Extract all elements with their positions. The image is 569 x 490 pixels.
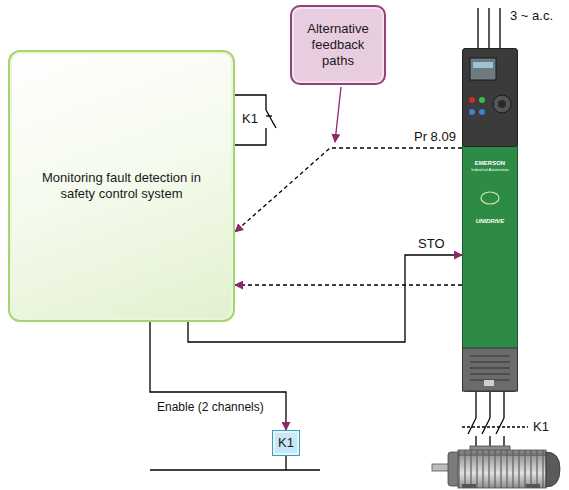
signal-label: Enable (2 channels)	[155, 400, 266, 415]
supply-label: 3 ~ a.c.	[508, 8, 555, 23]
box-text: Alternative feedback paths	[298, 21, 378, 69]
k1-aux-contact	[235, 95, 276, 145]
signal-label: STO	[416, 236, 447, 251]
leader-arrow	[335, 87, 341, 142]
signal-wire	[150, 322, 286, 430]
contactor-coil: K1	[272, 430, 300, 456]
contact-label: K1	[240, 111, 260, 126]
logo-text: UNIDRIVE	[462, 218, 518, 224]
drive-unit: EMERSON Industrial AutomationUNIDRIVE	[462, 48, 518, 392]
signal-label: Pr 8.09	[412, 129, 458, 144]
mains-wires	[478, 8, 500, 48]
contactor-label: K1	[531, 419, 551, 434]
logo-text: EMERSON	[462, 160, 518, 166]
box-text: Monitoring fault detection in safety con…	[34, 170, 209, 202]
logo-text: Industrial Automation	[462, 168, 518, 172]
feedback-line	[235, 284, 462, 285]
monitoring-box: Monitoring fault detection in safety con…	[8, 50, 235, 322]
coil-label: K1	[278, 435, 294, 451]
coil-return	[150, 456, 320, 470]
feedback-line	[235, 148, 462, 232]
motor-wires	[462, 392, 528, 448]
callout-box: Alternative feedback paths	[290, 5, 386, 85]
motor-illustration	[432, 446, 560, 488]
